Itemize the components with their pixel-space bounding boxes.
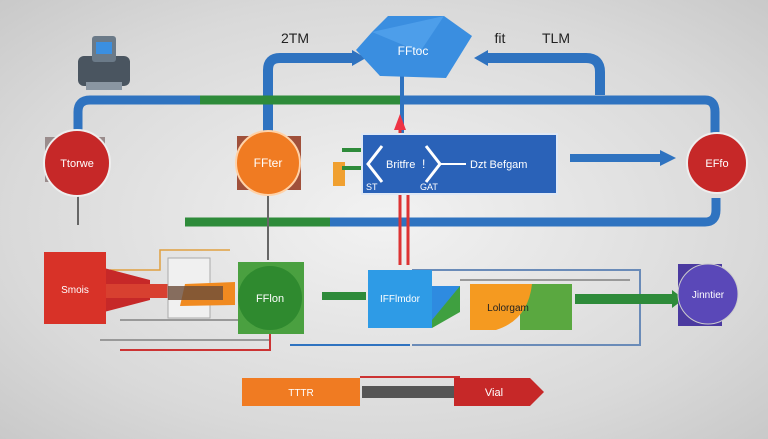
transform-node[interactable]: IFFlmdor bbox=[368, 270, 460, 328]
transform-label: IFFlmdor bbox=[380, 294, 421, 305]
label-fit: fit bbox=[495, 30, 506, 46]
right-circle-node[interactable]: EFfo bbox=[686, 132, 748, 194]
process-node[interactable]: FFlon bbox=[238, 262, 304, 334]
filter-node[interactable]: FFter bbox=[235, 130, 301, 196]
panel-left-label: Britfre bbox=[386, 159, 415, 171]
source-node[interactable]: Smois bbox=[44, 252, 174, 324]
left-circle-label: Ttorwe bbox=[60, 158, 94, 170]
filter-label: FFter bbox=[254, 156, 283, 170]
connector-arrow bbox=[263, 53, 355, 135]
right-circle-label: EFfo bbox=[705, 158, 728, 170]
connector-arrow bbox=[485, 53, 605, 95]
robot-icon bbox=[78, 36, 130, 90]
panel-right-label: Dzt Befgam bbox=[470, 159, 527, 171]
bottom-orange-label: TTTR bbox=[288, 388, 314, 399]
bottom-red-label: Vial bbox=[485, 387, 503, 399]
label-tlm: TLM bbox=[542, 30, 570, 46]
bottom-flow[interactable]: TTTR Vial bbox=[242, 376, 544, 406]
left-circle-node[interactable]: Ttorwe bbox=[43, 129, 111, 197]
panel-mark: ! bbox=[422, 157, 425, 171]
source-label: Smois bbox=[61, 285, 89, 296]
terminal-label: Jinntier bbox=[692, 290, 725, 301]
output-label: Lolorgam bbox=[487, 303, 529, 314]
process-label: FFlon bbox=[256, 293, 284, 305]
hub-node[interactable]: FFtoc bbox=[356, 16, 472, 78]
decision-panel[interactable]: Britfre ! Dzt Befgam ST GAT bbox=[361, 133, 558, 195]
hub-label: FFtoc bbox=[398, 44, 429, 58]
label-2tm: 2TM bbox=[281, 30, 309, 46]
terminal-node[interactable]: Jinntier bbox=[677, 263, 739, 326]
output-node[interactable]: Lolorgam bbox=[470, 284, 572, 330]
panel-bottom-mid: GAT bbox=[420, 182, 438, 192]
panel-bottom-left: ST bbox=[366, 182, 378, 192]
